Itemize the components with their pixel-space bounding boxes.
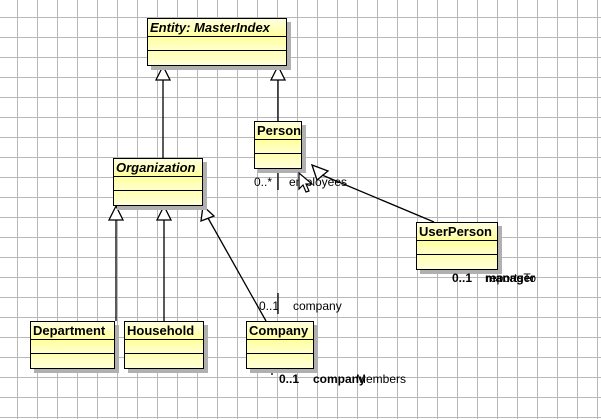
class-name-userperson: UserPerson xyxy=(417,223,497,241)
class-box-organization[interactable]: Organization xyxy=(113,158,203,206)
class-box-masterindex[interactable]: Entity: MasterIndex xyxy=(147,18,287,66)
class-box-company[interactable]: Company xyxy=(246,321,314,369)
edge-label-members-multiplicity: 0..1 xyxy=(279,372,300,386)
class-attributes-household xyxy=(125,340,203,354)
class-operations-userperson xyxy=(417,255,497,269)
class-attributes-organization xyxy=(114,177,202,191)
generalization-department-organization xyxy=(107,204,125,321)
generalization-organization-masterindex xyxy=(154,64,172,158)
edge-label-company-role: company xyxy=(293,299,342,313)
class-operations-company xyxy=(247,354,313,368)
edge-label-company-multiplicity: 0..1 xyxy=(259,299,280,313)
edge-label-members-role: company xyxy=(313,372,366,386)
class-name-household: Household xyxy=(125,322,203,340)
edge-label-employees-multiplicity: 0..* xyxy=(254,175,273,189)
edge-label-reportsto-role: reportsTo xyxy=(486,271,537,285)
class-attributes-company xyxy=(247,340,313,354)
class-operations-department xyxy=(31,354,114,368)
edge-label-manager-multiplicity: 0..1 xyxy=(452,271,473,285)
class-name-masterindex: Entity: MasterIndex xyxy=(148,19,286,37)
class-attributes-masterindex xyxy=(148,37,286,51)
class-name-organization: Organization xyxy=(114,159,202,177)
class-box-person[interactable]: Person xyxy=(254,121,302,169)
class-box-household[interactable]: Household xyxy=(124,321,204,369)
class-box-department[interactable]: Department xyxy=(30,321,115,369)
class-box-userperson[interactable]: UserPerson xyxy=(416,222,498,270)
class-operations-household xyxy=(125,354,203,368)
class-name-department: Department xyxy=(31,322,114,340)
class-operations-person xyxy=(255,154,301,168)
class-name-company: Company xyxy=(247,322,313,340)
generalization-person-masterindex xyxy=(269,64,287,121)
mouse-cursor-icon xyxy=(298,172,314,193)
edge-label-manager-role: manager xyxy=(485,271,536,285)
class-attributes-person xyxy=(255,140,301,154)
class-operations-organization xyxy=(114,191,202,205)
class-name-person: Person xyxy=(255,122,301,140)
class-operations-masterindex xyxy=(148,51,286,65)
generalization-userperson-person xyxy=(310,163,435,223)
generalization-company-organization xyxy=(200,204,267,322)
class-attributes-department xyxy=(31,340,114,354)
class-attributes-userperson xyxy=(417,241,497,255)
generalization-household-organization xyxy=(155,204,173,321)
edge-label-members-role-suffix: Members xyxy=(356,372,407,386)
